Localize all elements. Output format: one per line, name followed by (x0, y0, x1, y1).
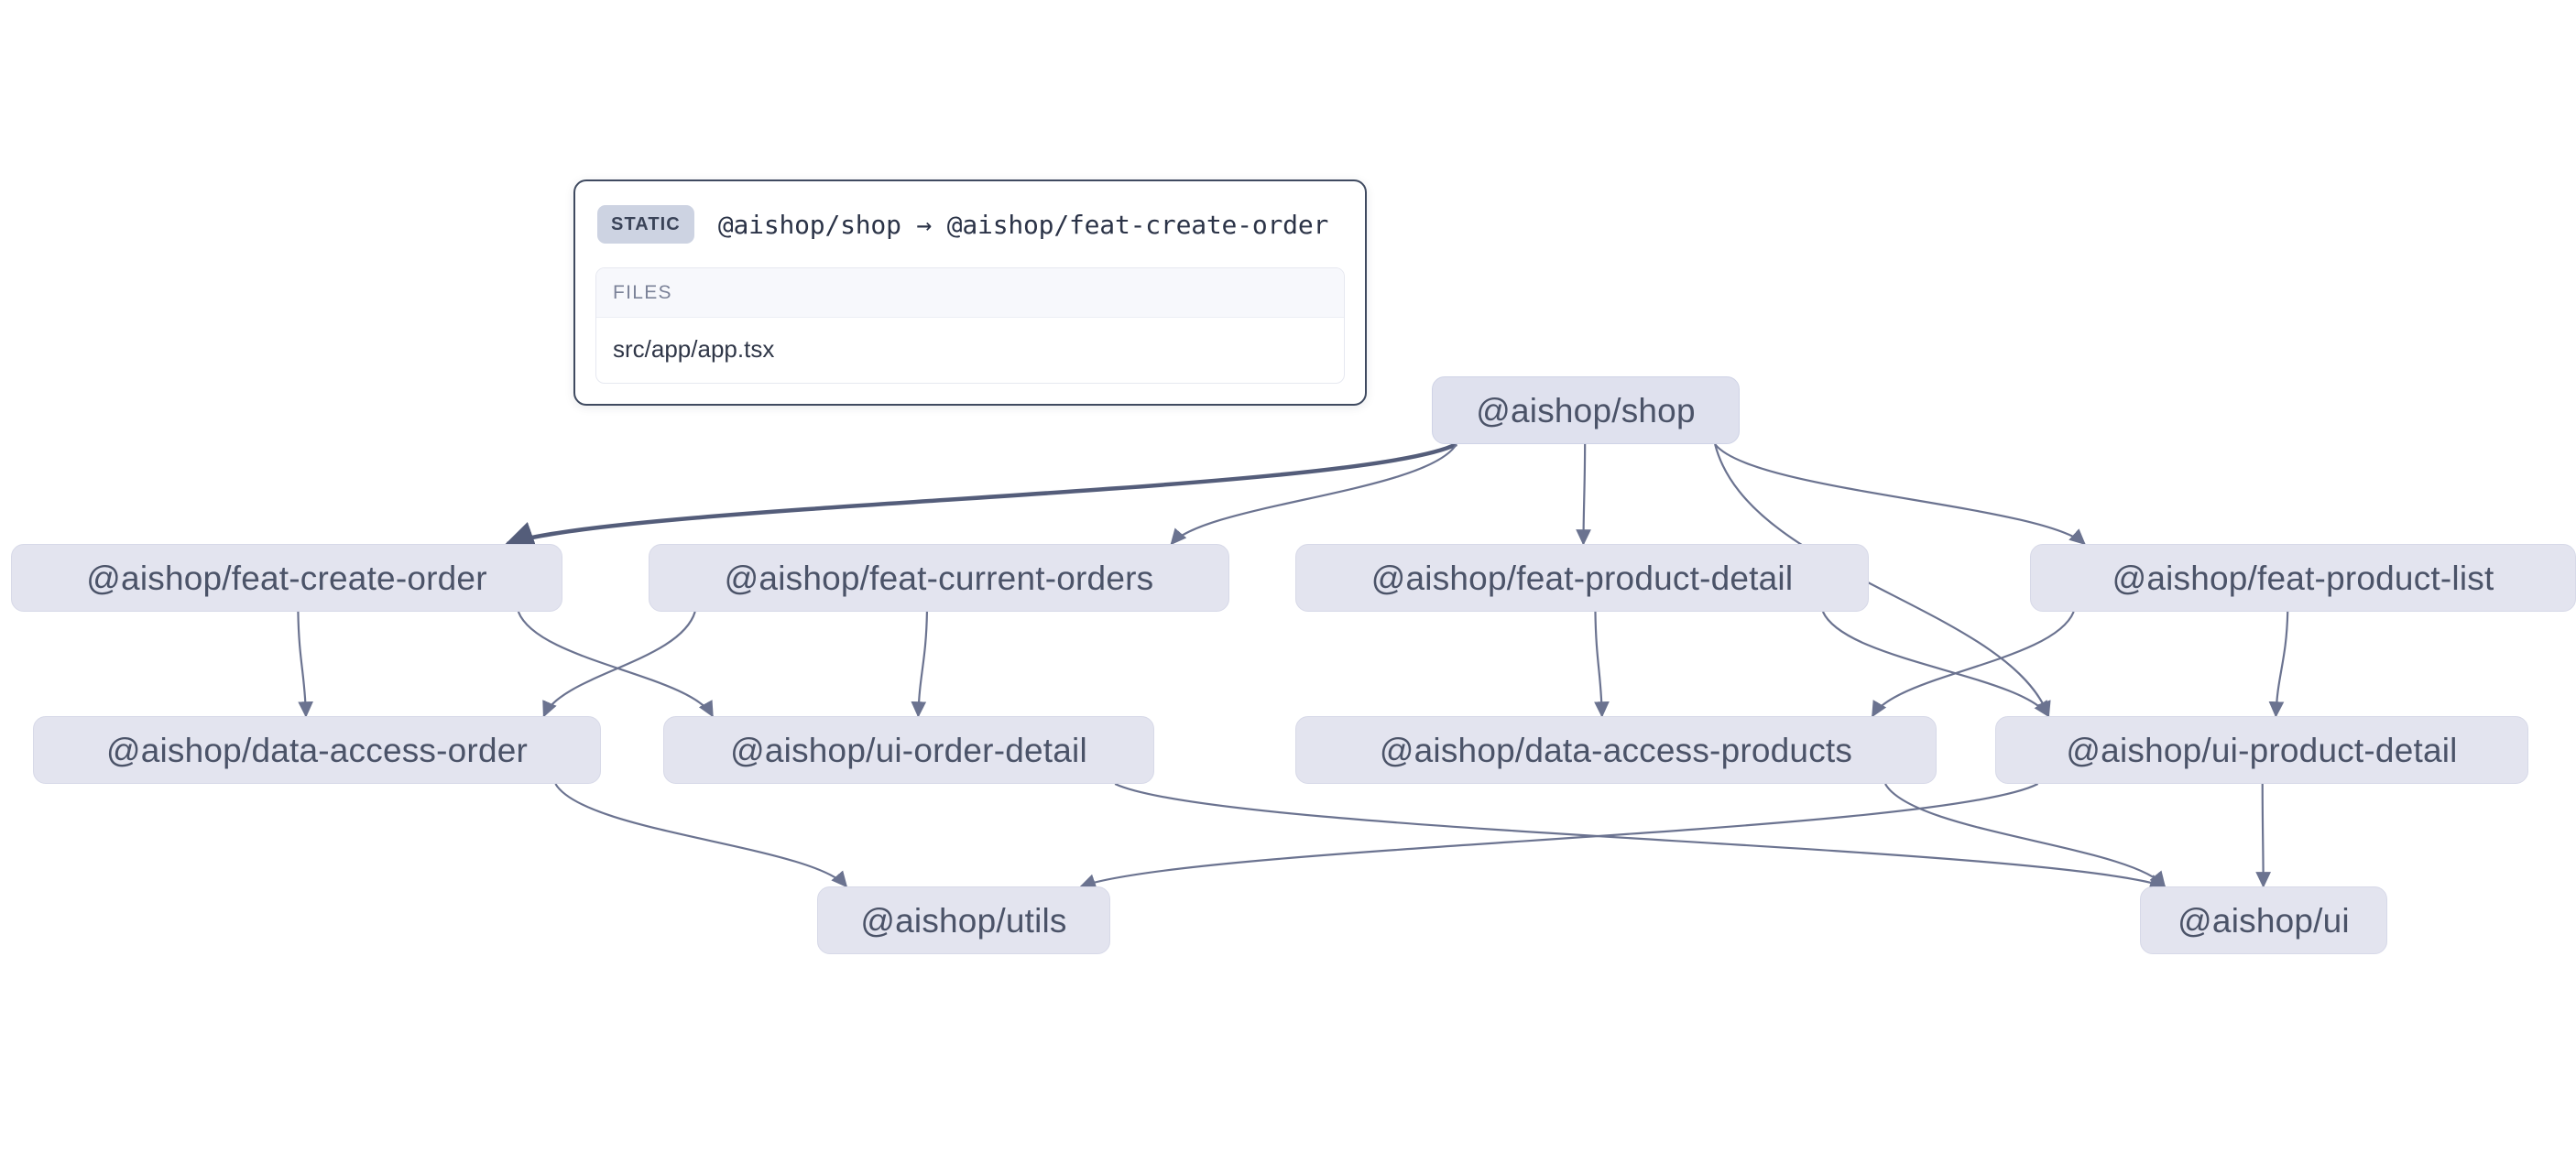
graph-edge-feat-create-order-to-data-access-order[interactable] (297, 611, 313, 718)
graph-node-label: @aishop/feat-product-list (2112, 559, 2494, 597)
graph-node-feat-create-order[interactable]: @aishop/feat-create-order (11, 544, 562, 612)
graph-node-feat-current-orders[interactable]: @aishop/feat-current-orders (649, 544, 1229, 612)
graph-edge-shop-to-feat-create-order[interactable] (504, 441, 1457, 549)
file-row[interactable]: src/app/app.tsx (613, 335, 775, 363)
graph-node-label: @aishop/ui-order-detail (730, 731, 1087, 769)
files-panel: FILES src/app/app.tsx (595, 267, 1345, 384)
graph-node-label: @aishop/utils (860, 901, 1067, 940)
graph-edge-feat-current-orders-to-data-access-order[interactable] (542, 611, 696, 718)
graph-edge-data-access-products-to-ui[interactable] (1884, 783, 2167, 888)
graph-node-label: @aishop/data-access-order (105, 731, 529, 769)
graph-edge-ui-order-detail-to-ui[interactable] (1114, 783, 2167, 890)
graph-node-label: @aishop/feat-create-order (86, 559, 487, 597)
graph-edge-feat-product-list-to-data-access-products[interactable] (1872, 611, 2075, 718)
tooltip-title: @aishop/shop → @aishop/feat-create-order (717, 209, 1329, 240)
graph-node-ui-product-detail[interactable]: @aishop/ui-product-detail (1995, 716, 2528, 784)
graph-edge-feat-product-list-to-ui-product-detail[interactable] (2268, 611, 2289, 718)
graph-edge-ui-product-detail-to-ui[interactable] (2255, 783, 2272, 888)
graph-node-ui[interactable]: @aishop/ui (2140, 886, 2387, 954)
graph-node-feat-product-list[interactable]: @aishop/feat-product-list (2030, 544, 2576, 612)
graph-edge-feat-create-order-to-ui-order-detail[interactable] (517, 611, 714, 718)
graph-edge-feat-product-detail-to-ui-product-detail[interactable] (1821, 611, 2050, 718)
graph-node-data-access-products[interactable]: @aishop/data-access-products (1295, 716, 1937, 784)
graph-node-ui-order-detail[interactable]: @aishop/ui-order-detail (663, 716, 1154, 784)
tooltip-header: STATIC @aishop/shop → @aishop/feat-creat… (595, 200, 1345, 251)
files-header: FILES (596, 268, 1344, 318)
graph-edge-feat-current-orders-to-ui-order-detail[interactable] (911, 611, 929, 718)
graph-edge-data-access-order-to-utils[interactable] (554, 783, 848, 888)
files-list: src/app/app.tsx (596, 318, 1344, 383)
graph-node-data-access-order[interactable]: @aishop/data-access-order (33, 716, 601, 784)
graph-edge-shop-to-feat-product-list[interactable] (1714, 443, 2086, 546)
graph-node-label: @aishop/ui-product-detail (2066, 731, 2458, 769)
graph-node-shop[interactable]: @aishop/shop (1432, 376, 1740, 444)
graph-node-label: @aishop/data-access-products (1379, 731, 1853, 769)
graph-edge-shop-to-feat-product-detail[interactable] (1576, 443, 1591, 546)
edge-detail-tooltip[interactable]: STATIC @aishop/shop → @aishop/feat-creat… (573, 179, 1367, 406)
graph-node-label: @aishop/ui (2178, 901, 2350, 940)
graph-node-label: @aishop/shop (1476, 391, 1696, 429)
graph-node-label: @aishop/feat-current-orders (724, 559, 1154, 597)
graph-node-feat-product-detail[interactable]: @aishop/feat-product-detail (1295, 544, 1869, 612)
graph-edge-ui-product-detail-to-utils[interactable] (1079, 783, 2039, 889)
graph-edge-shop-to-feat-current-orders[interactable] (1170, 443, 1457, 546)
graph-edge-feat-product-detail-to-data-access-products[interactable] (1594, 611, 1610, 718)
static-badge: STATIC (597, 205, 694, 244)
graph-node-utils[interactable]: @aishop/utils (817, 886, 1110, 954)
graph-node-label: @aishop/feat-product-detail (1370, 559, 1794, 597)
